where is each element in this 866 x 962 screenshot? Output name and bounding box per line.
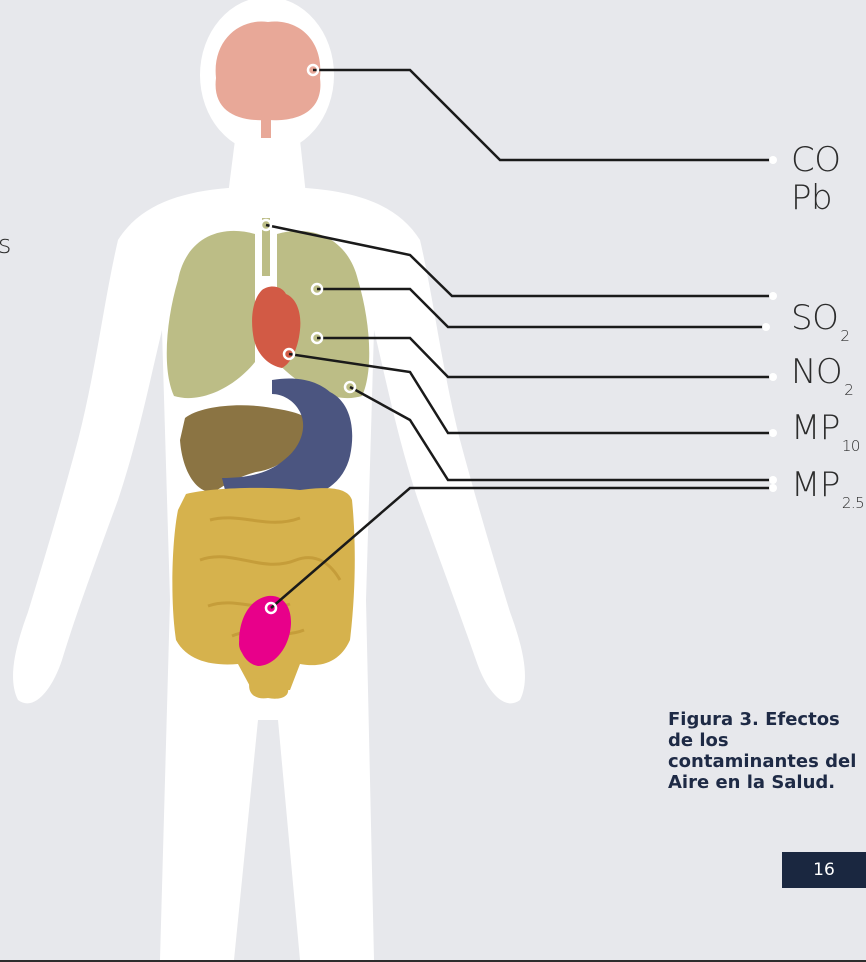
label-dots <box>762 156 777 492</box>
label-pb: Pb <box>791 180 832 216</box>
leader-line-co <box>313 70 772 160</box>
label-no2-base: NO <box>791 352 842 392</box>
label-no2-sub: 2 <box>844 381 853 399</box>
label-so2-base: SO <box>791 298 838 338</box>
label-mp10-sub: 10 <box>842 437 860 455</box>
cropped-text: as <box>0 230 11 260</box>
figure-caption: Figura 3. Efectos de los contaminantes d… <box>668 709 858 793</box>
label-co: CO <box>791 142 841 178</box>
label-so2-sub: 2 <box>840 327 849 345</box>
label-mp25-base: MP <box>791 465 840 505</box>
label-mp10-base: MP <box>791 408 840 448</box>
label-mp25-sub: 2.5 <box>842 494 864 512</box>
page-number-badge: 16 <box>782 852 866 888</box>
